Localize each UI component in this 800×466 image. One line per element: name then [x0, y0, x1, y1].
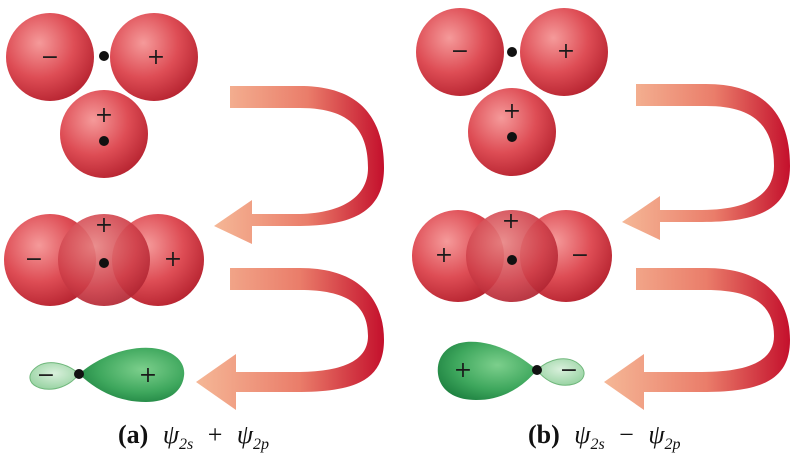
transition-arrow-2 [196, 268, 384, 410]
operator: + [207, 420, 223, 449]
sign-right: + [557, 39, 575, 64]
sign-left: − [25, 247, 43, 272]
sign-right: + [147, 45, 165, 70]
nucleus-dot [507, 255, 517, 265]
sphere-left [6, 13, 94, 101]
psi-symbol: ψ [648, 420, 665, 449]
sign-right: + [164, 247, 182, 272]
sphere-right [110, 13, 198, 101]
panel-label: (b) [528, 420, 560, 449]
sphere-right [520, 8, 608, 96]
psi-symbol: ψ [162, 420, 179, 449]
sign-right: − [571, 243, 589, 268]
psi-symbol: ψ [236, 420, 254, 449]
subscript: 2s [178, 436, 194, 453]
row1-separate-orbitals: − + + [416, 8, 608, 176]
panel-label: (a) [118, 420, 149, 449]
small-lobe [29, 362, 80, 390]
sign-bottom: + [95, 103, 113, 128]
sign-center: + [95, 213, 113, 238]
sign-large-lobe: + [139, 363, 157, 388]
sign-left: − [41, 45, 59, 70]
small-lobe [536, 358, 585, 386]
row3-hybrid-orbital: + − [437, 341, 585, 400]
panel-b: − + + + + − + − [412, 8, 790, 410]
nucleus-dot [507, 132, 517, 142]
row2-overlapping-orbitals: − + + [4, 213, 204, 306]
sphere-bottom [60, 90, 148, 178]
nucleus-dot [99, 258, 109, 268]
sign-small-lobe: − [560, 358, 578, 383]
transition-arrow-2 [604, 268, 790, 410]
caption-a: (a) ψ2s + ψ2p [118, 420, 269, 454]
subscript: 2p [664, 436, 681, 453]
sign-large-lobe: + [454, 358, 472, 383]
row1-separate-orbitals: − + + [6, 13, 198, 178]
nucleus-dot [532, 365, 542, 375]
subscript: 2s [590, 436, 605, 453]
nucleus-dot [74, 369, 84, 379]
row3-hybrid-orbital: − + [29, 347, 185, 402]
nucleus-dot [507, 47, 517, 57]
nucleus-dot [99, 136, 109, 146]
panel-a: − + + − + + − + [4, 13, 384, 410]
sign-center: + [502, 209, 520, 234]
nucleus-dot [99, 51, 109, 61]
transition-arrow-1 [214, 86, 384, 244]
caption-b: (b) ψ2s − ψ2p [528, 420, 681, 454]
sign-small-lobe: − [37, 363, 55, 388]
large-lobe [437, 341, 537, 400]
sign-left: + [435, 243, 453, 268]
row2-overlapping-orbitals: + + − [412, 209, 612, 302]
sphere-left [416, 8, 504, 96]
transition-arrow-1 [622, 84, 790, 240]
large-lobe [79, 347, 185, 402]
psi-symbol: ψ [574, 420, 591, 449]
subscript: 2p [253, 436, 270, 453]
sign-bottom: + [503, 99, 521, 124]
operator: − [619, 420, 634, 449]
sign-left: − [451, 39, 469, 64]
